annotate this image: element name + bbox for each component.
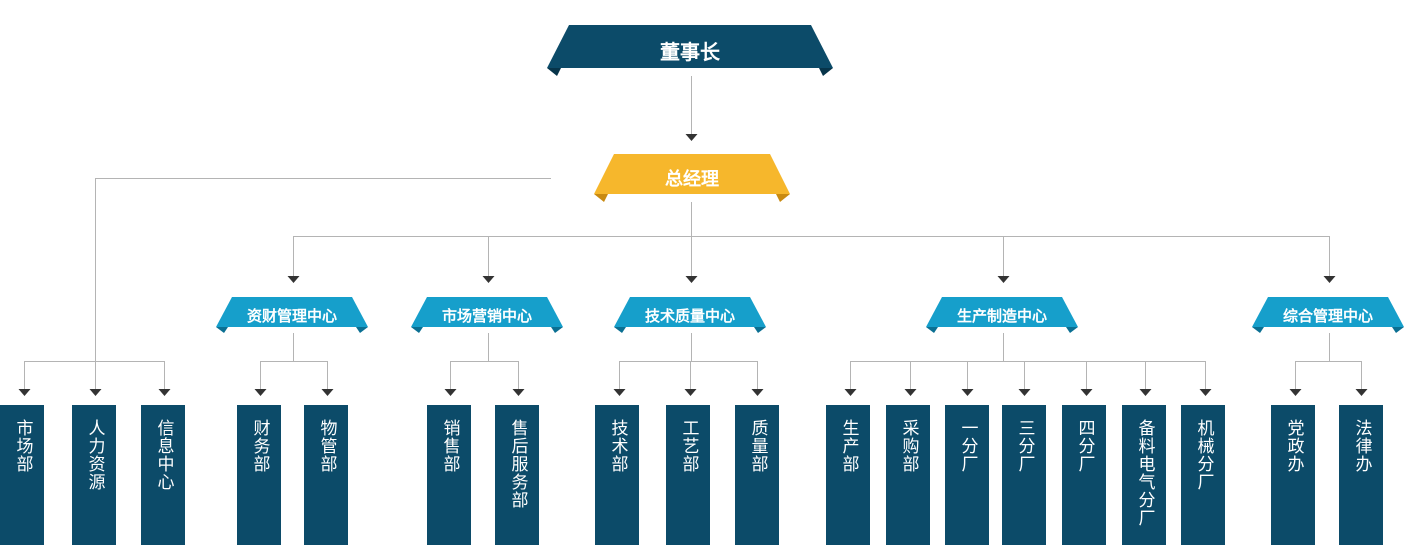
arrow-down-icon [1018,389,1031,396]
arrow-down-icon [444,389,457,396]
arrow-down-icon [1199,389,1212,396]
center-label: 综合管理中心 [1282,306,1373,325]
center-ribbon-shape [216,297,368,333]
arrow-down-icon [684,389,697,396]
dept-sales[interactable]: 销售部 [427,405,471,545]
arrow-down-icon [512,389,525,396]
arrow-down-icon [997,276,1010,283]
dept-label: 三分厂 [1014,419,1035,473]
arrow-down-icon [904,389,917,396]
arrow-down-icon [613,389,626,396]
dept-label: 工艺部 [678,419,699,473]
dept-material-electrical-factory[interactable]: 备料电气分厂 [1122,405,1166,545]
general-manager-label: 总经理 [665,169,719,190]
dept-label: 售后服务部 [507,419,528,509]
dept-information-center[interactable]: 信息中心 [141,405,185,545]
dept-label: 四分厂 [1074,419,1095,473]
dept-label: 采购部 [898,419,919,473]
dept-label: 物管部 [316,419,337,473]
center-production-manufacturing[interactable]: 生产制造中心 [926,297,1078,333]
arrow-down-icon [751,389,764,396]
center-label: 市场营销中心 [441,306,532,325]
center-ribbon-shape [614,297,766,333]
dept-label: 人力资源 [84,419,105,491]
dept-technology[interactable]: 技术部 [595,405,639,545]
arrow-down-icon [1289,389,1302,396]
dept-label: 质量部 [747,419,768,473]
arrow-down-icon [1080,389,1093,396]
arrow-down-icon [1323,276,1336,283]
dept-material-management[interactable]: 物管部 [304,405,348,545]
arrow-down-icon [321,389,334,396]
arrow-down-icon [287,276,300,283]
center-ribbon-shape [926,297,1078,333]
dept-branch-factory-1[interactable]: 一分厂 [945,405,989,545]
dept-label: 备料电气分厂 [1134,419,1155,527]
dept-branch-factory-3[interactable]: 三分厂 [1002,405,1046,545]
chairman-label: 董事长 [660,40,720,64]
dept-label: 财务部 [249,419,270,473]
dept-quality[interactable]: 质量部 [735,405,779,545]
arrow-down-icon [844,389,857,396]
dept-market[interactable]: 市场部 [0,405,44,545]
arrow-down-icon [254,389,267,396]
center-asset-finance[interactable]: 资财管理中心 [216,297,368,333]
dept-after-sales-service[interactable]: 售后服务部 [495,405,539,545]
dept-legal-office[interactable]: 法律办 [1339,405,1383,545]
dept-finance[interactable]: 财务部 [237,405,281,545]
dept-procurement[interactable]: 采购部 [886,405,930,545]
center-marketing-sales[interactable]: 市场营销中心 [411,297,563,333]
general-manager-ribbon-shape [594,154,790,202]
dept-label: 市场部 [12,419,33,473]
arrow-down-icon [685,276,698,283]
center-label: 生产制造中心 [956,306,1047,325]
arrow-down-icon [685,134,698,141]
arrow-down-icon [89,389,102,396]
dept-label: 销售部 [439,419,460,473]
dept-label: 信息中心 [153,419,174,491]
center-general-management[interactable]: 综合管理中心 [1252,297,1404,333]
center-label: 技术质量中心 [644,306,735,325]
dept-production[interactable]: 生产部 [826,405,870,545]
arrow-down-icon [158,389,171,396]
dept-label: 机械分厂 [1193,419,1214,491]
arrow-down-icon [1139,389,1152,396]
dept-process[interactable]: 工艺部 [666,405,710,545]
dept-party-office[interactable]: 党政办 [1271,405,1315,545]
dept-branch-factory-4[interactable]: 四分厂 [1062,405,1106,545]
dept-label: 生产部 [838,419,859,473]
center-label: 资财管理中心 [246,306,337,325]
dept-human-resources[interactable]: 人力资源 [72,405,116,545]
center-ribbon-shape [411,297,563,333]
arrow-down-icon [1355,389,1368,396]
dept-label: 一分厂 [957,419,978,473]
chairman-ribbon-shape [547,25,833,76]
arrow-down-icon [961,389,974,396]
chairman-node[interactable]: 董事长 [547,25,833,76]
center-tech-quality[interactable]: 技术质量中心 [614,297,766,333]
arrow-down-icon [18,389,31,396]
dept-machinery-factory[interactable]: 机械分厂 [1181,405,1225,545]
center-ribbon-shape [1252,297,1404,333]
dept-label: 法律办 [1351,419,1372,473]
dept-label: 技术部 [607,419,628,473]
dept-label: 党政办 [1283,419,1304,473]
general-manager-node[interactable]: 总经理 [594,154,790,202]
arrow-down-icon [482,276,495,283]
